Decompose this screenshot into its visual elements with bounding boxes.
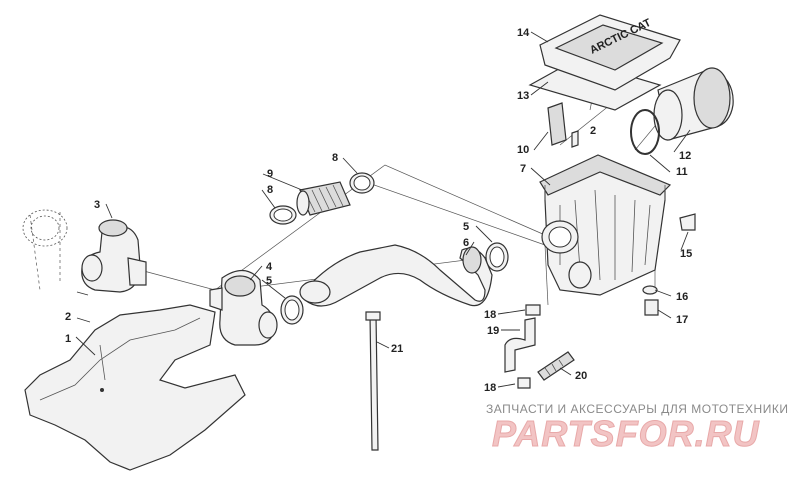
callout-11: 11 <box>676 166 688 178</box>
small-hardware-parts <box>504 213 696 389</box>
callout-21: 21 <box>391 343 403 355</box>
outer-filter-part <box>630 67 734 155</box>
callout-13: 13 <box>517 90 529 102</box>
callout-19: 19 <box>487 325 499 337</box>
callout-2-right: 2 <box>590 125 596 137</box>
callout-1: 1 <box>65 333 71 345</box>
corrugated-coupler-part <box>296 181 351 216</box>
watermark-subtitle: ЗАПЧАСТИ И АКСЕССУАРЫ ДЛЯ МОТОТЕХНИКИ <box>486 402 789 416</box>
watermark-brand-logo: PARTSFOR.RU <box>492 413 760 455</box>
callout-numbers: 1 2 2 3 4 5 5 6 7 8 8 9 10 11 12 13 14 1… <box>65 27 692 394</box>
callout-10: 10 <box>517 144 529 156</box>
callout-18-lower: 18 <box>484 382 496 394</box>
main-intake-tube-part <box>299 244 493 307</box>
callout-2-left: 2 <box>65 311 71 323</box>
callout-6: 6 <box>463 237 469 249</box>
callout-9: 9 <box>267 168 273 180</box>
lower-elbow-duct-part <box>209 269 278 346</box>
callout-8-lower: 8 <box>267 184 273 196</box>
hose-clamps-group <box>269 172 509 325</box>
callout-7: 7 <box>520 163 526 175</box>
callout-20: 20 <box>575 370 587 382</box>
airbox-lid-part: ARCTIC CAT <box>528 14 681 111</box>
callout-12: 12 <box>679 150 691 162</box>
callout-15: 15 <box>680 248 692 260</box>
upper-intake-duct-part <box>22 209 147 293</box>
callout-4: 4 <box>266 261 273 273</box>
callout-17: 17 <box>676 314 688 326</box>
callout-18-upper: 18 <box>484 309 496 321</box>
filter-element-part <box>547 102 579 148</box>
callout-5-upper: 5 <box>463 221 469 233</box>
airbox-housing-part <box>539 154 672 296</box>
leader-lines <box>75 31 691 388</box>
callout-8-upper: 8 <box>332 152 338 164</box>
callout-14: 14 <box>517 27 530 39</box>
callout-16: 16 <box>676 291 688 303</box>
callout-3: 3 <box>94 199 100 211</box>
strap-part <box>365 311 381 451</box>
skid-plate-part <box>24 304 246 471</box>
callout-5-lower: 5 <box>266 275 272 287</box>
